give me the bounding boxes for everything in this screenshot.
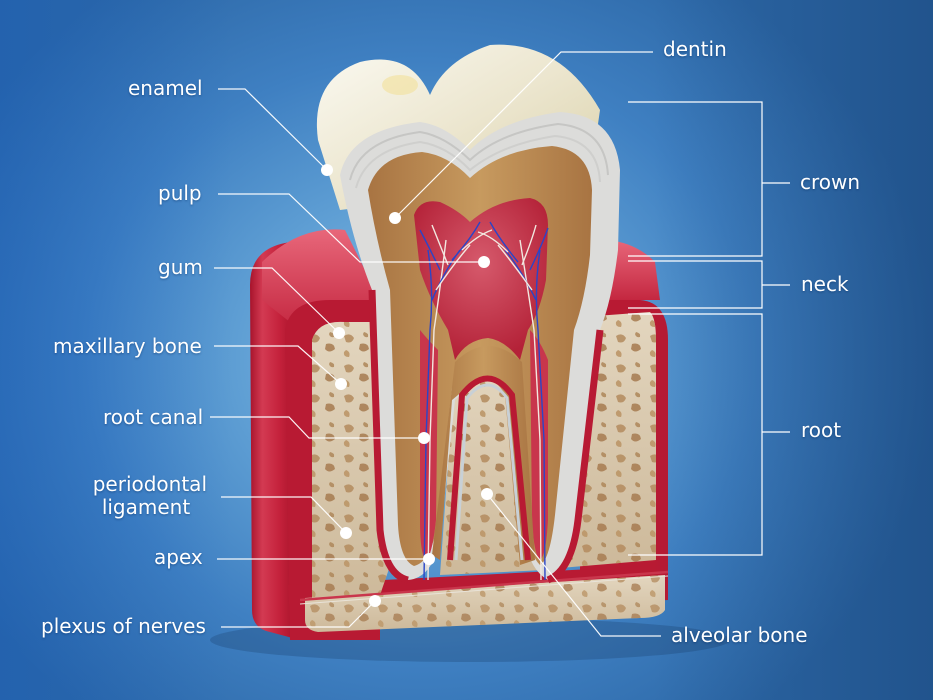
label-dentin: dentin [663, 37, 727, 61]
label-root-canal: root canal [103, 405, 204, 429]
label-periodontal-line2: ligament [101, 495, 191, 519]
marker-dot-apex [423, 553, 435, 565]
leader-line-alveolar_bone [486, 493, 661, 637]
leader-line-root_canal [210, 416, 424, 439]
label-maxillary-bone: maxillary bone [53, 334, 202, 358]
label-alveolar-bone: alveolar bone [671, 623, 808, 647]
marker-dot-plexus_of_nerves [369, 595, 381, 607]
label-apex: apex [154, 545, 203, 569]
leader-line-dentin [394, 51, 653, 219]
bracket-root [628, 313, 763, 556]
label-plexus-of-nerves: plexus of nerves [41, 614, 206, 638]
label-crown: crown [800, 170, 861, 194]
marker-dot-enamel [321, 164, 333, 176]
bracket-neck [628, 260, 763, 309]
marker-dot-root_canal [418, 432, 430, 444]
leader-line-enamel [218, 88, 328, 171]
label-periodontal-line1: periodontal [92, 472, 207, 496]
leader-line-maxillary_bone [214, 345, 342, 385]
leader-line-pulp [218, 193, 484, 263]
marker-dot-alveolar_bone [481, 488, 493, 500]
label-periodontal-ligament: periodontal ligament [85, 473, 207, 519]
label-root: root [801, 418, 842, 442]
bracket-crown [628, 101, 763, 257]
leader-line-gum [214, 267, 340, 334]
leader-line-periodontal_ligament [221, 496, 347, 534]
marker-dot-pulp [478, 256, 490, 268]
marker-dot-gum [333, 327, 345, 339]
marker-dot-periodontal_ligament [340, 527, 352, 539]
marker-dot-maxillary_bone [335, 378, 347, 390]
label-enamel: enamel [128, 76, 203, 100]
marker-dot-dentin [389, 212, 401, 224]
leader-line-plexus_of_nerves [221, 600, 376, 628]
label-pulp: pulp [158, 181, 202, 205]
label-gum: gum [158, 255, 203, 279]
label-neck: neck [801, 272, 849, 296]
